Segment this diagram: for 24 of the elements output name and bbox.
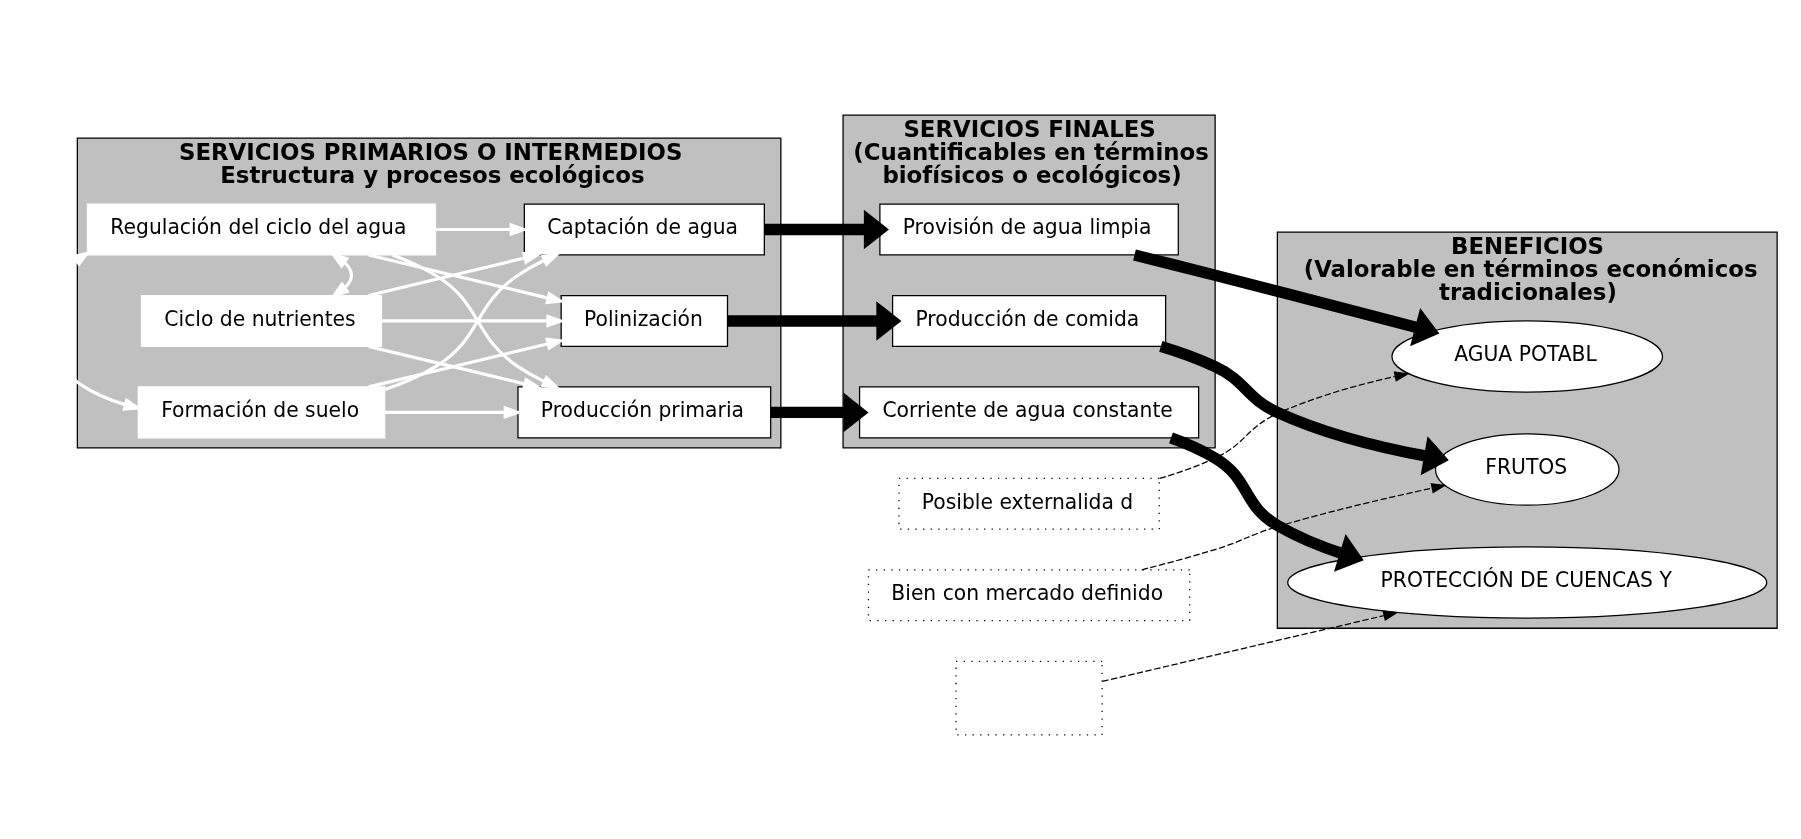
node-box: Producción primaria	[517, 385, 772, 438]
arrow	[764, 209, 889, 249]
arrow	[1101, 610, 1399, 682]
node-box: Ciclo de nutrientes	[140, 294, 383, 347]
node-box: Captación de agua	[523, 203, 765, 256]
arrow	[727, 300, 902, 341]
node-box: Corriente de agua constante	[858, 385, 1200, 438]
arrow	[1133, 249, 1440, 346]
arrow	[1169, 432, 1364, 572]
node-box: Formación de suelo	[137, 385, 386, 438]
arrow	[1141, 482, 1447, 570]
arrow	[368, 344, 543, 390]
node-box: Polinización	[560, 294, 729, 347]
node-box: Producción de comida	[891, 294, 1167, 347]
node-box: Posible externalida d	[898, 477, 1160, 530]
node-ellipse: FRUTOS	[1434, 432, 1620, 506]
arrow	[1159, 370, 1410, 479]
arrow	[368, 251, 543, 297]
node-box: Bien con mercado definido	[867, 568, 1191, 621]
node-box	[955, 660, 1103, 736]
node-box: Provisión de agua limpia	[879, 203, 1179, 256]
arrow	[770, 392, 869, 432]
node-box: Regulación del ciclo del agua	[86, 203, 437, 256]
arrow	[1159, 340, 1449, 475]
